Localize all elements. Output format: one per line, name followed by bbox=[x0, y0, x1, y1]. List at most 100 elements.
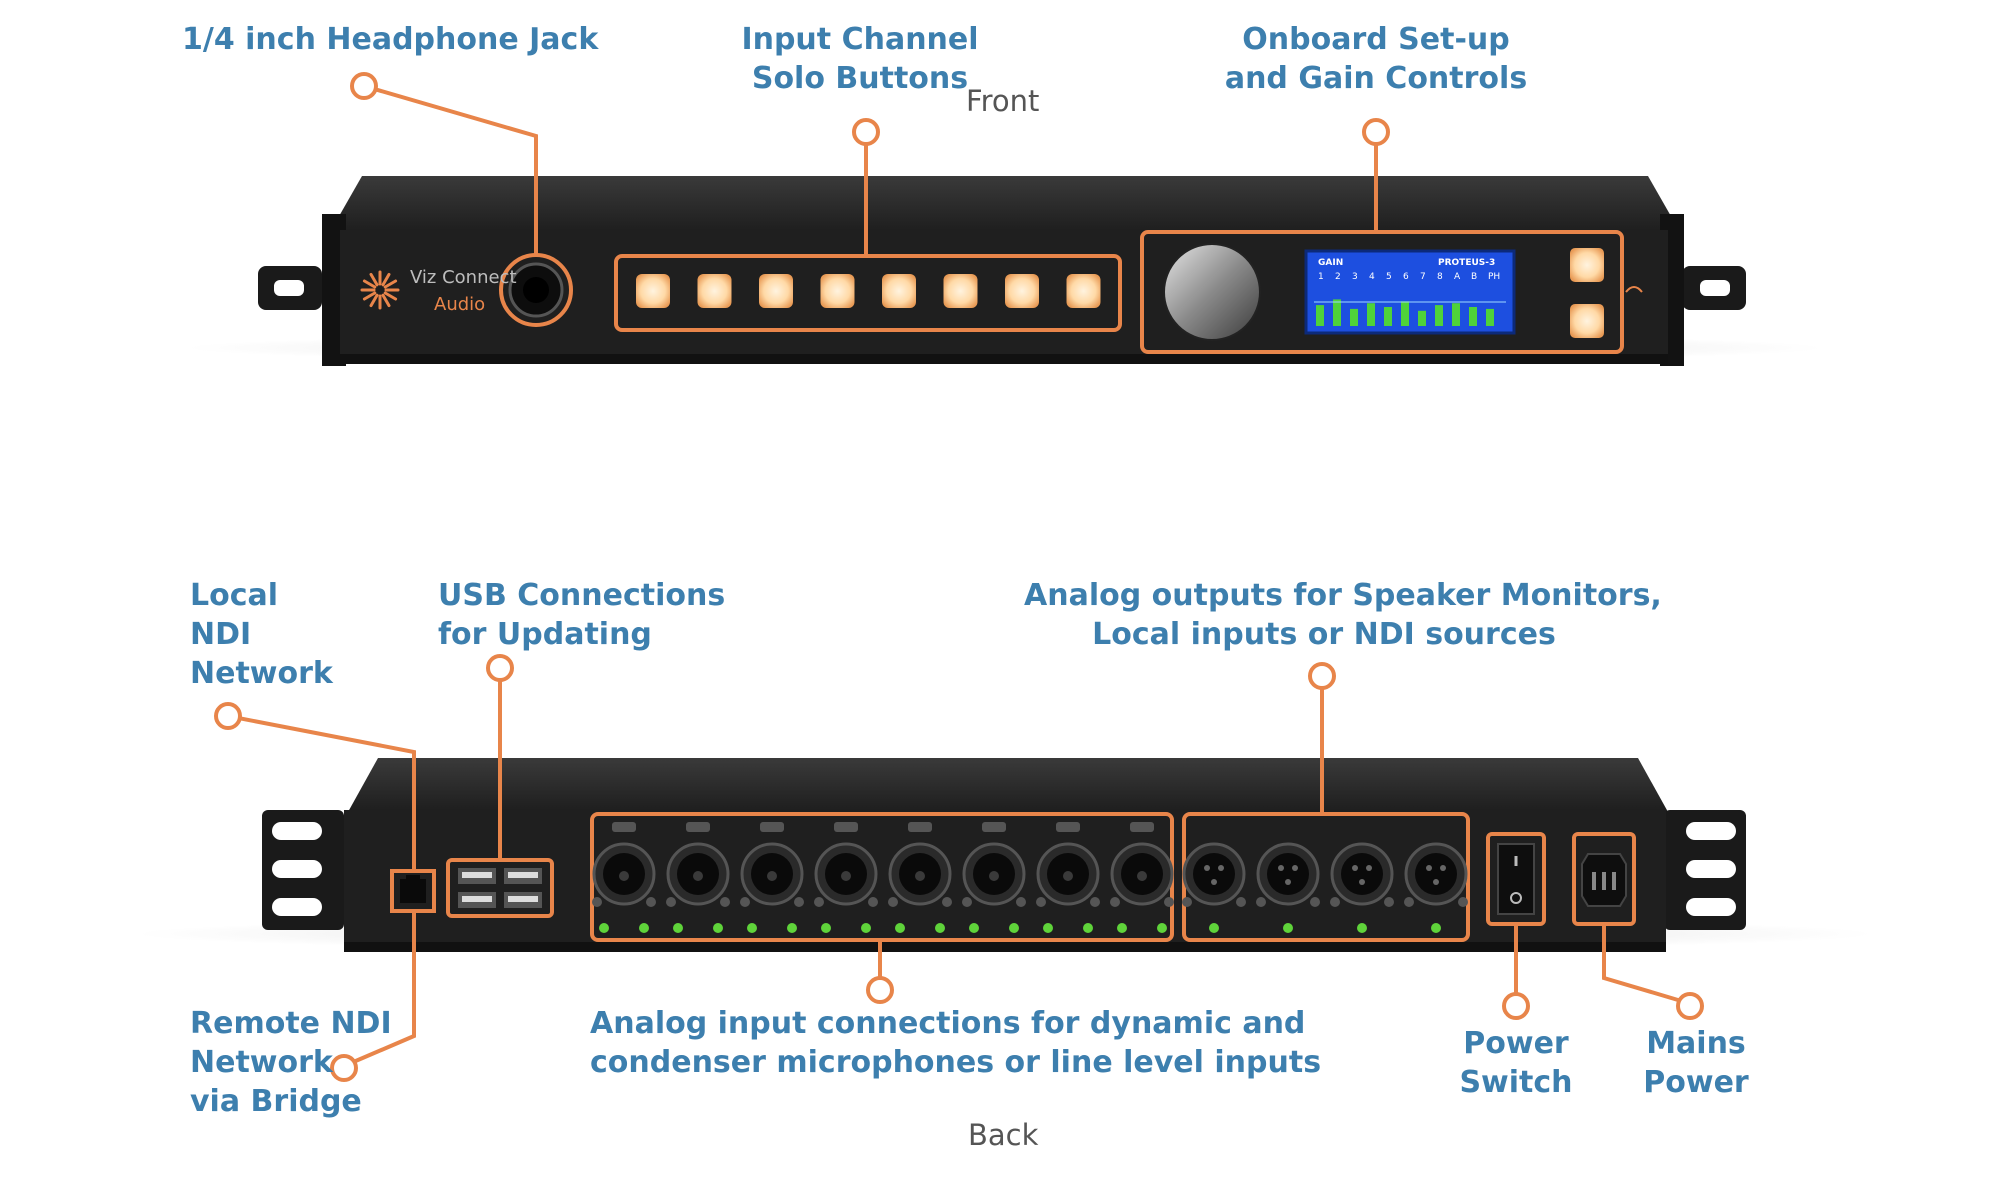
gain-knob[interactable] bbox=[1163, 243, 1261, 341]
label-line: Power bbox=[1463, 1026, 1569, 1061]
solo-button[interactable] bbox=[759, 274, 793, 308]
label-mains-power: Mains Power bbox=[1626, 1024, 1766, 1102]
xlr-output[interactable] bbox=[1256, 842, 1320, 933]
xlr-output[interactable] bbox=[1330, 842, 1394, 933]
screen-channel-label: 1 bbox=[1318, 272, 1324, 282]
screen-channel-label: 5 bbox=[1386, 272, 1392, 282]
callout-line-headphone bbox=[363, 84, 538, 254]
screen-channel-label: 3 bbox=[1352, 272, 1358, 282]
back-unit bbox=[135, 758, 1875, 952]
usb-ports[interactable] bbox=[446, 858, 554, 918]
label-line: for Updating bbox=[438, 617, 652, 652]
front-top-surface bbox=[330, 176, 1680, 232]
solo-button[interactable] bbox=[820, 274, 855, 308]
label-line: 1/4 inch Headphone Jack bbox=[182, 22, 599, 57]
xlr-combo-input[interactable] bbox=[666, 822, 730, 933]
xlr-combo-input[interactable] bbox=[1110, 822, 1174, 933]
xlr-combo-input[interactable] bbox=[1036, 822, 1100, 933]
menu-buttons bbox=[1570, 248, 1604, 338]
callout-dot-analog-out bbox=[1308, 662, 1336, 690]
label-headphone-jack: 1/4 inch Headphone Jack bbox=[182, 20, 598, 59]
label-line: Remote NDI bbox=[190, 1006, 392, 1041]
analog-input-connectors bbox=[592, 822, 1174, 933]
screen-channel-label: 2 bbox=[1335, 272, 1341, 282]
callout-dot-power-switch bbox=[1502, 992, 1530, 1020]
label-setup-controls: Onboard Set-up and Gain Controls bbox=[1206, 20, 1546, 98]
label-line: Switch bbox=[1459, 1065, 1573, 1100]
screen-right-label: PROTEUS-3 bbox=[1438, 258, 1495, 268]
back-caption: Back bbox=[968, 1118, 1039, 1152]
callout-dot-local-ndi bbox=[214, 702, 242, 730]
label-line: USB Connections bbox=[438, 578, 726, 613]
menu-button-down[interactable] bbox=[1570, 304, 1604, 338]
label-line: Analog outputs for Speaker Monitors, bbox=[1024, 578, 1662, 613]
label-line: Local inputs or NDI sources bbox=[1092, 617, 1556, 652]
level-meter-bars bbox=[1314, 299, 1506, 326]
analog-output-connectors bbox=[1182, 842, 1468, 933]
callout-dot-solo bbox=[852, 118, 880, 146]
label-power-switch: Power Switch bbox=[1446, 1024, 1586, 1102]
solo-button[interactable] bbox=[636, 274, 670, 308]
label-remote-ndi: Remote NDI Network via Bridge bbox=[190, 1004, 392, 1121]
brand-sub: Audio bbox=[434, 294, 485, 315]
power-switch[interactable] bbox=[1486, 832, 1546, 926]
brand-name: Viz Connect bbox=[410, 267, 517, 288]
front-caption: Front bbox=[966, 84, 1040, 118]
callout-line-remote-ndi bbox=[343, 911, 416, 1068]
back-rack-ear-right bbox=[1664, 810, 1746, 930]
label-line: Analog input connections for dynamic and bbox=[590, 1006, 1306, 1041]
xlr-combo-input[interactable] bbox=[740, 822, 804, 933]
label-line: via Bridge bbox=[190, 1084, 362, 1119]
label-line: Local bbox=[190, 578, 279, 613]
label-line: Onboard Set-up bbox=[1242, 22, 1510, 57]
screen-channel-label: 4 bbox=[1369, 272, 1375, 282]
screen-channel-label: A bbox=[1454, 272, 1461, 282]
callout-line-local-ndi bbox=[227, 714, 416, 871]
label-line: Power bbox=[1643, 1065, 1749, 1100]
back-rack-ear-left bbox=[262, 810, 344, 930]
screen-channel-label: PH bbox=[1488, 272, 1500, 282]
xlr-output[interactable] bbox=[1404, 842, 1468, 933]
label-line: Network bbox=[190, 656, 333, 691]
label-local-ndi: Local NDI Network bbox=[190, 576, 333, 693]
callout-dot-analog-in bbox=[866, 976, 894, 1004]
headphone-jack[interactable] bbox=[499, 253, 573, 327]
callout-dot-setup bbox=[1362, 118, 1390, 146]
solo-button[interactable] bbox=[1005, 274, 1039, 308]
label-line: Mains bbox=[1646, 1026, 1746, 1061]
callout-dot-usb bbox=[486, 654, 514, 682]
xlr-combo-input[interactable] bbox=[592, 822, 656, 933]
screen-channel-label: 7 bbox=[1420, 272, 1426, 282]
callout-dot-headphone bbox=[350, 72, 378, 100]
label-line: Solo Buttons bbox=[751, 61, 969, 96]
front-unit bbox=[185, 176, 1825, 366]
front-small-logo-icon bbox=[1625, 286, 1643, 293]
screen-left-label: GAIN bbox=[1318, 258, 1343, 268]
label-analog-outputs: Analog outputs for Speaker Monitors, Loc… bbox=[1024, 576, 1662, 654]
xlr-combo-input[interactable] bbox=[962, 822, 1026, 933]
xlr-output[interactable] bbox=[1182, 842, 1246, 933]
label-usb: USB Connections for Updating bbox=[438, 576, 725, 654]
label-analog-inputs: Analog input connections for dynamic and… bbox=[590, 1004, 1321, 1082]
screen-channel-label: 6 bbox=[1403, 272, 1409, 282]
solo-buttons-group bbox=[636, 274, 1101, 308]
label-line: Input Channel bbox=[741, 22, 979, 57]
brand-logo-icon bbox=[360, 270, 400, 310]
screen-channel-label: B bbox=[1471, 272, 1477, 282]
xlr-combo-input[interactable] bbox=[814, 822, 878, 933]
label-line: NDI bbox=[190, 617, 252, 652]
xlr-combo-input[interactable] bbox=[888, 822, 952, 933]
menu-button-up[interactable] bbox=[1570, 248, 1604, 282]
solo-button[interactable] bbox=[1066, 274, 1101, 308]
screen-channel-label: 8 bbox=[1437, 272, 1443, 282]
callout-dot-mains bbox=[1676, 992, 1704, 1020]
label-line: condenser microphones or line level inpu… bbox=[590, 1045, 1322, 1080]
solo-button[interactable] bbox=[697, 274, 732, 308]
label-line: and Gain Controls bbox=[1224, 61, 1528, 96]
label-line: Network bbox=[190, 1045, 333, 1080]
solo-button[interactable] bbox=[882, 274, 916, 308]
solo-button[interactable] bbox=[943, 274, 978, 308]
